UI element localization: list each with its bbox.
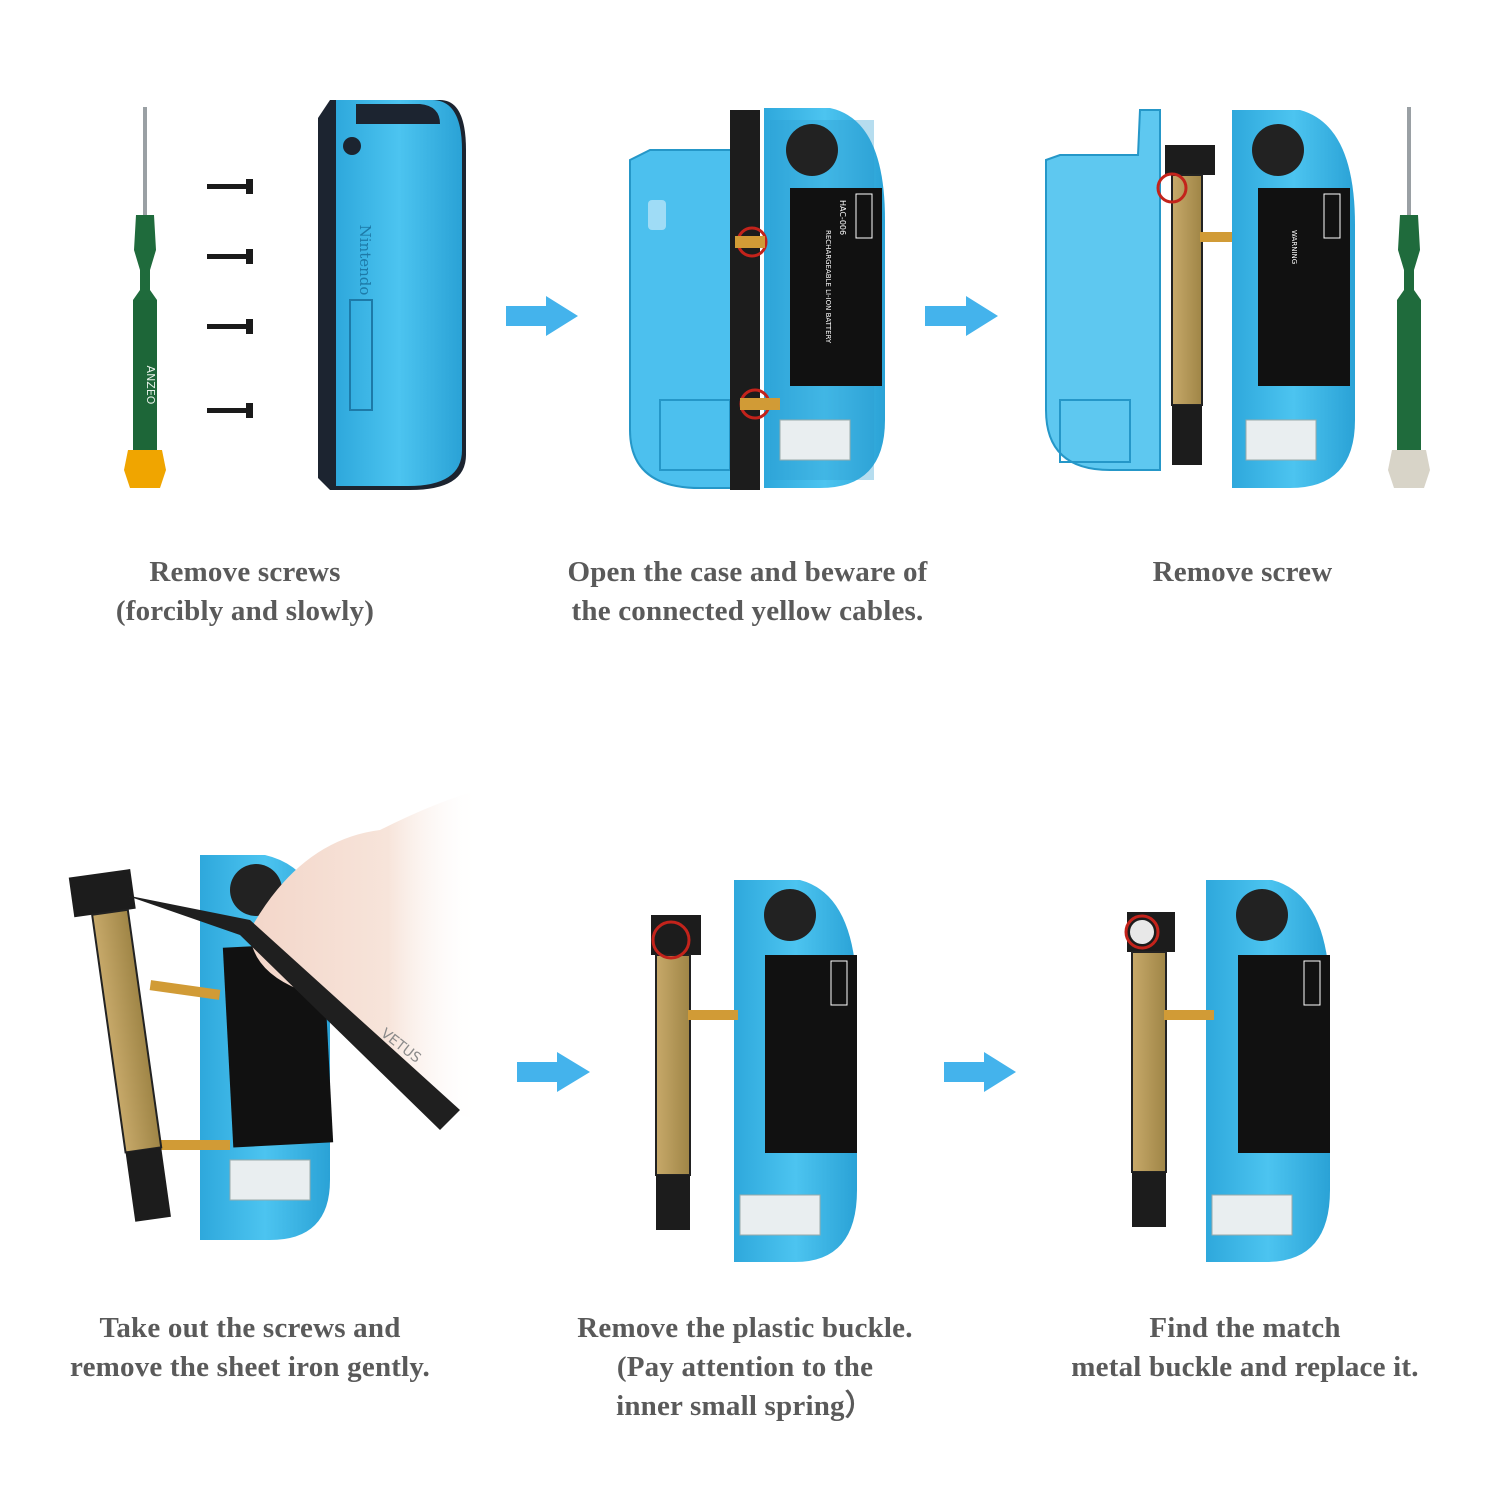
caption-line: Take out the screws and	[99, 1312, 401, 1344]
screwdriver-icon	[1388, 107, 1430, 488]
caption-line: (Pay attention to the	[616, 1351, 874, 1383]
step1-image: ANZEO Nintendo	[124, 100, 466, 490]
step3-caption: Remove screw	[1120, 553, 1365, 592]
screwdriver-icon: ANZEO	[124, 107, 166, 488]
battery-icon	[765, 955, 857, 1153]
step6-caption: Find the match metal buckle and replace …	[1045, 1309, 1445, 1387]
caption-line: the connected yellow cables.	[571, 595, 924, 627]
step1-caption: Remove screws (forcibly and slowly)	[90, 553, 400, 631]
caption-line: Remove the plastic buckle.	[577, 1312, 913, 1344]
battery-type-label: RECHARGEABLE LI-ION BATTERY	[824, 230, 832, 344]
screw-icon	[207, 179, 253, 418]
caption-line: Remove screw	[1152, 556, 1333, 588]
caption-line: inner small spring）	[616, 1390, 874, 1422]
step2-image: HAC-006 RECHARGEABLE LI-ION BATTERY	[629, 108, 885, 490]
arrow-right-icon	[506, 296, 578, 336]
battery-warning-label: WARNING	[1290, 230, 1298, 264]
step2-caption: Open the case and beware of the connecte…	[540, 553, 955, 631]
step6-image	[1124, 880, 1330, 1262]
caption-line: metal buckle and replace it.	[1071, 1351, 1419, 1383]
caption-line: (forcibly and slowly)	[115, 595, 375, 627]
caption-line: Open the case and beware of	[567, 556, 928, 588]
hand-icon	[250, 790, 480, 1120]
step4-image: VETUS	[68, 790, 480, 1240]
arrow-right-icon	[517, 1052, 590, 1092]
step3-image: WARNING	[1045, 107, 1430, 488]
battery-icon: HAC-006 RECHARGEABLE LI-ION BATTERY	[790, 188, 882, 386]
step4-caption: Take out the screws and remove the sheet…	[45, 1309, 455, 1387]
tool-brand-label: ANZEO	[144, 366, 157, 405]
shell-brand-label: Nintendo	[356, 225, 374, 296]
battery-icon: WARNING	[1258, 188, 1350, 386]
caption-line: Find the match	[1149, 1312, 1341, 1344]
arrow-right-icon	[925, 296, 998, 336]
battery-icon	[1238, 955, 1330, 1153]
caption-line: Remove screws	[149, 556, 341, 588]
step5-caption: Remove the plastic buckle. (Pay attentio…	[555, 1309, 935, 1426]
arrow-right-icon	[944, 1052, 1016, 1092]
joycon-shell-icon: Nintendo	[318, 100, 466, 490]
step5-image	[651, 880, 857, 1262]
caption-line: remove the sheet iron gently.	[70, 1351, 430, 1383]
battery-model-label: HAC-006	[838, 200, 847, 235]
